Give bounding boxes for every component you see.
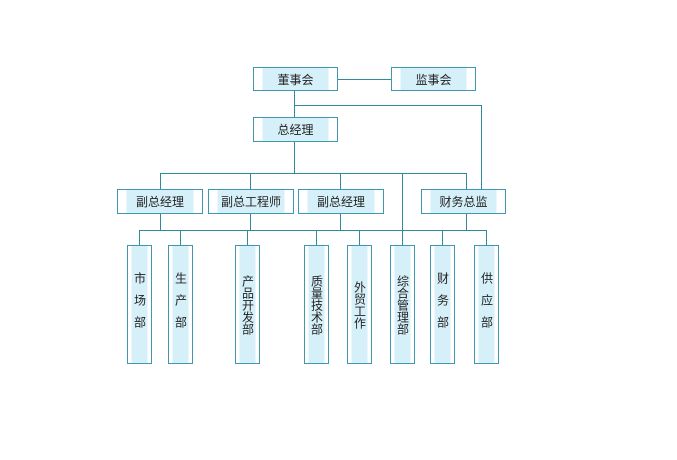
connector-board-finance bbox=[294, 105, 482, 106]
dept-rnd-label: 产品开发部 bbox=[240, 274, 255, 335]
dept-supply-node: 供应部 bbox=[474, 245, 499, 364]
dept-rnd-node: 产品开发部 bbox=[235, 245, 260, 364]
connector-vgm2 bbox=[340, 173, 341, 189]
connector-finance-drop bbox=[481, 105, 482, 190]
connector-board-gm bbox=[294, 91, 295, 117]
vgm1-node: 副总经理 bbox=[117, 189, 203, 214]
gm-node: 总经理 bbox=[253, 117, 338, 142]
dept-quality-node: 质量技术部 bbox=[304, 245, 329, 364]
connector-dept-bus bbox=[139, 230, 487, 231]
dept-market-node: 市场部 bbox=[127, 245, 152, 364]
finance-director-node: 财务总监 bbox=[421, 189, 506, 214]
dept-market-label: 市场部 bbox=[132, 271, 147, 338]
supervisors-label: 监事会 bbox=[415, 72, 452, 87]
connector-dept-production bbox=[180, 230, 181, 245]
connector-board-supervisors bbox=[338, 79, 391, 80]
connector-dept-trade bbox=[359, 230, 360, 245]
connector-dept-rnd bbox=[247, 230, 248, 245]
connector-vgm1-bus bbox=[160, 214, 161, 230]
supervisors-node: 监事会 bbox=[391, 67, 476, 91]
dept-finance-node: 财务部 bbox=[430, 245, 455, 364]
board-node: 董事会 bbox=[253, 67, 338, 91]
connector-vgm1 bbox=[160, 173, 161, 189]
dept-supply-label: 供应部 bbox=[479, 271, 494, 338]
dept-finance-label: 财务部 bbox=[435, 271, 450, 338]
connector-vce bbox=[250, 173, 251, 189]
connector-finance-director bbox=[466, 173, 467, 189]
dept-production-label: 生产部 bbox=[173, 271, 188, 338]
dept-trade-node: 外贸工作 bbox=[347, 245, 372, 364]
gm-label: 总经理 bbox=[277, 123, 314, 137]
dept-production-node: 生产部 bbox=[168, 245, 193, 364]
vce-node: 副总工程师 bbox=[208, 189, 294, 214]
connector-dept-quality bbox=[316, 230, 317, 245]
connector-dept-supply bbox=[486, 230, 487, 245]
vgm1-label: 副总经理 bbox=[135, 195, 184, 209]
connector-vp-bus bbox=[160, 173, 467, 174]
dept-trade-label: 外贸工作 bbox=[352, 280, 367, 329]
connector-admin-direct bbox=[402, 173, 403, 245]
dept-quality-label: 质量技术部 bbox=[309, 274, 324, 335]
vce-label: 副总工程师 bbox=[220, 195, 281, 209]
connector-dept-finance bbox=[442, 230, 443, 245]
connector-finance-bus bbox=[466, 214, 467, 230]
connector-gm-bus bbox=[294, 142, 295, 173]
finance-director-label: 财务总监 bbox=[439, 195, 488, 209]
connector-vce-bus bbox=[250, 214, 251, 230]
vgm2-node: 副总经理 bbox=[298, 189, 384, 214]
connector-vgm2-bus bbox=[340, 214, 341, 230]
board-label: 董事会 bbox=[277, 72, 314, 87]
vgm2-label: 副总经理 bbox=[316, 195, 365, 209]
dept-admin-node: 综合管理部 bbox=[390, 245, 415, 364]
connector-dept-market bbox=[139, 230, 140, 245]
dept-admin-label: 综合管理部 bbox=[395, 274, 410, 335]
